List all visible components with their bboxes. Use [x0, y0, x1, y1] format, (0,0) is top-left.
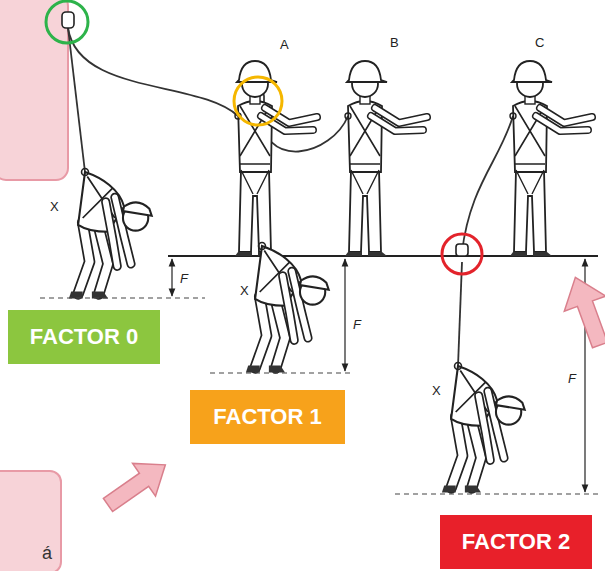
- anchor-highlights: [46, 1, 482, 274]
- fall-distance-dimensions: [40, 259, 598, 494]
- standing-workers: [235, 61, 592, 256]
- fallen-worker-letter: X: [240, 284, 249, 297]
- factor-band: FACTOR 1: [190, 390, 345, 444]
- worker-letter: A: [280, 38, 289, 51]
- factor-band: FACTOR 0: [8, 310, 160, 364]
- fall-distance-letter: F: [180, 272, 188, 285]
- fallen-worker-letter: X: [432, 384, 441, 397]
- worker-letter: C: [535, 36, 544, 49]
- fall-distance-letter: F: [353, 318, 361, 331]
- factor-label: FACTOR 1: [213, 404, 321, 429]
- note-text: á: [42, 543, 52, 564]
- fall-distance-letter: F: [568, 372, 576, 385]
- note-panel: á: [0, 470, 62, 571]
- factor-label: FACTOR 0: [30, 324, 138, 349]
- worker-letter: B: [390, 36, 399, 49]
- pointer-arrows: [97, 270, 605, 522]
- factor-band: FACTOR 2: [440, 515, 592, 569]
- fallen-worker-letter: X: [50, 200, 59, 213]
- pink-panel: [0, 0, 68, 180]
- factor-label: FACTOR 2: [462, 529, 570, 554]
